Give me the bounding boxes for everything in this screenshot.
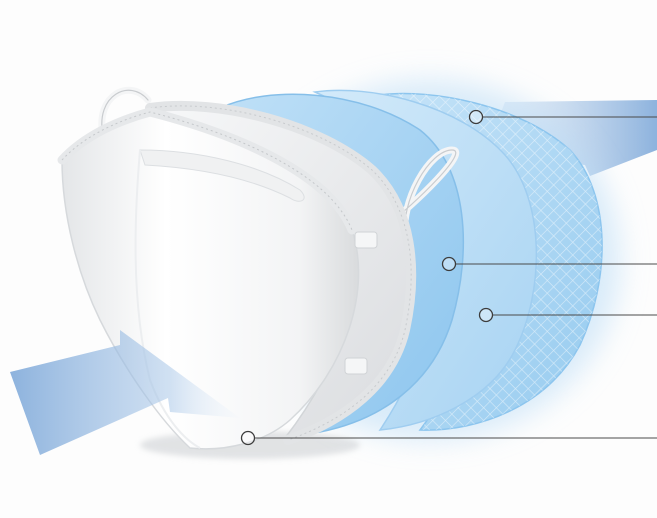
mask-layers-illustration xyxy=(0,0,657,518)
illustration-stage xyxy=(0,0,657,518)
